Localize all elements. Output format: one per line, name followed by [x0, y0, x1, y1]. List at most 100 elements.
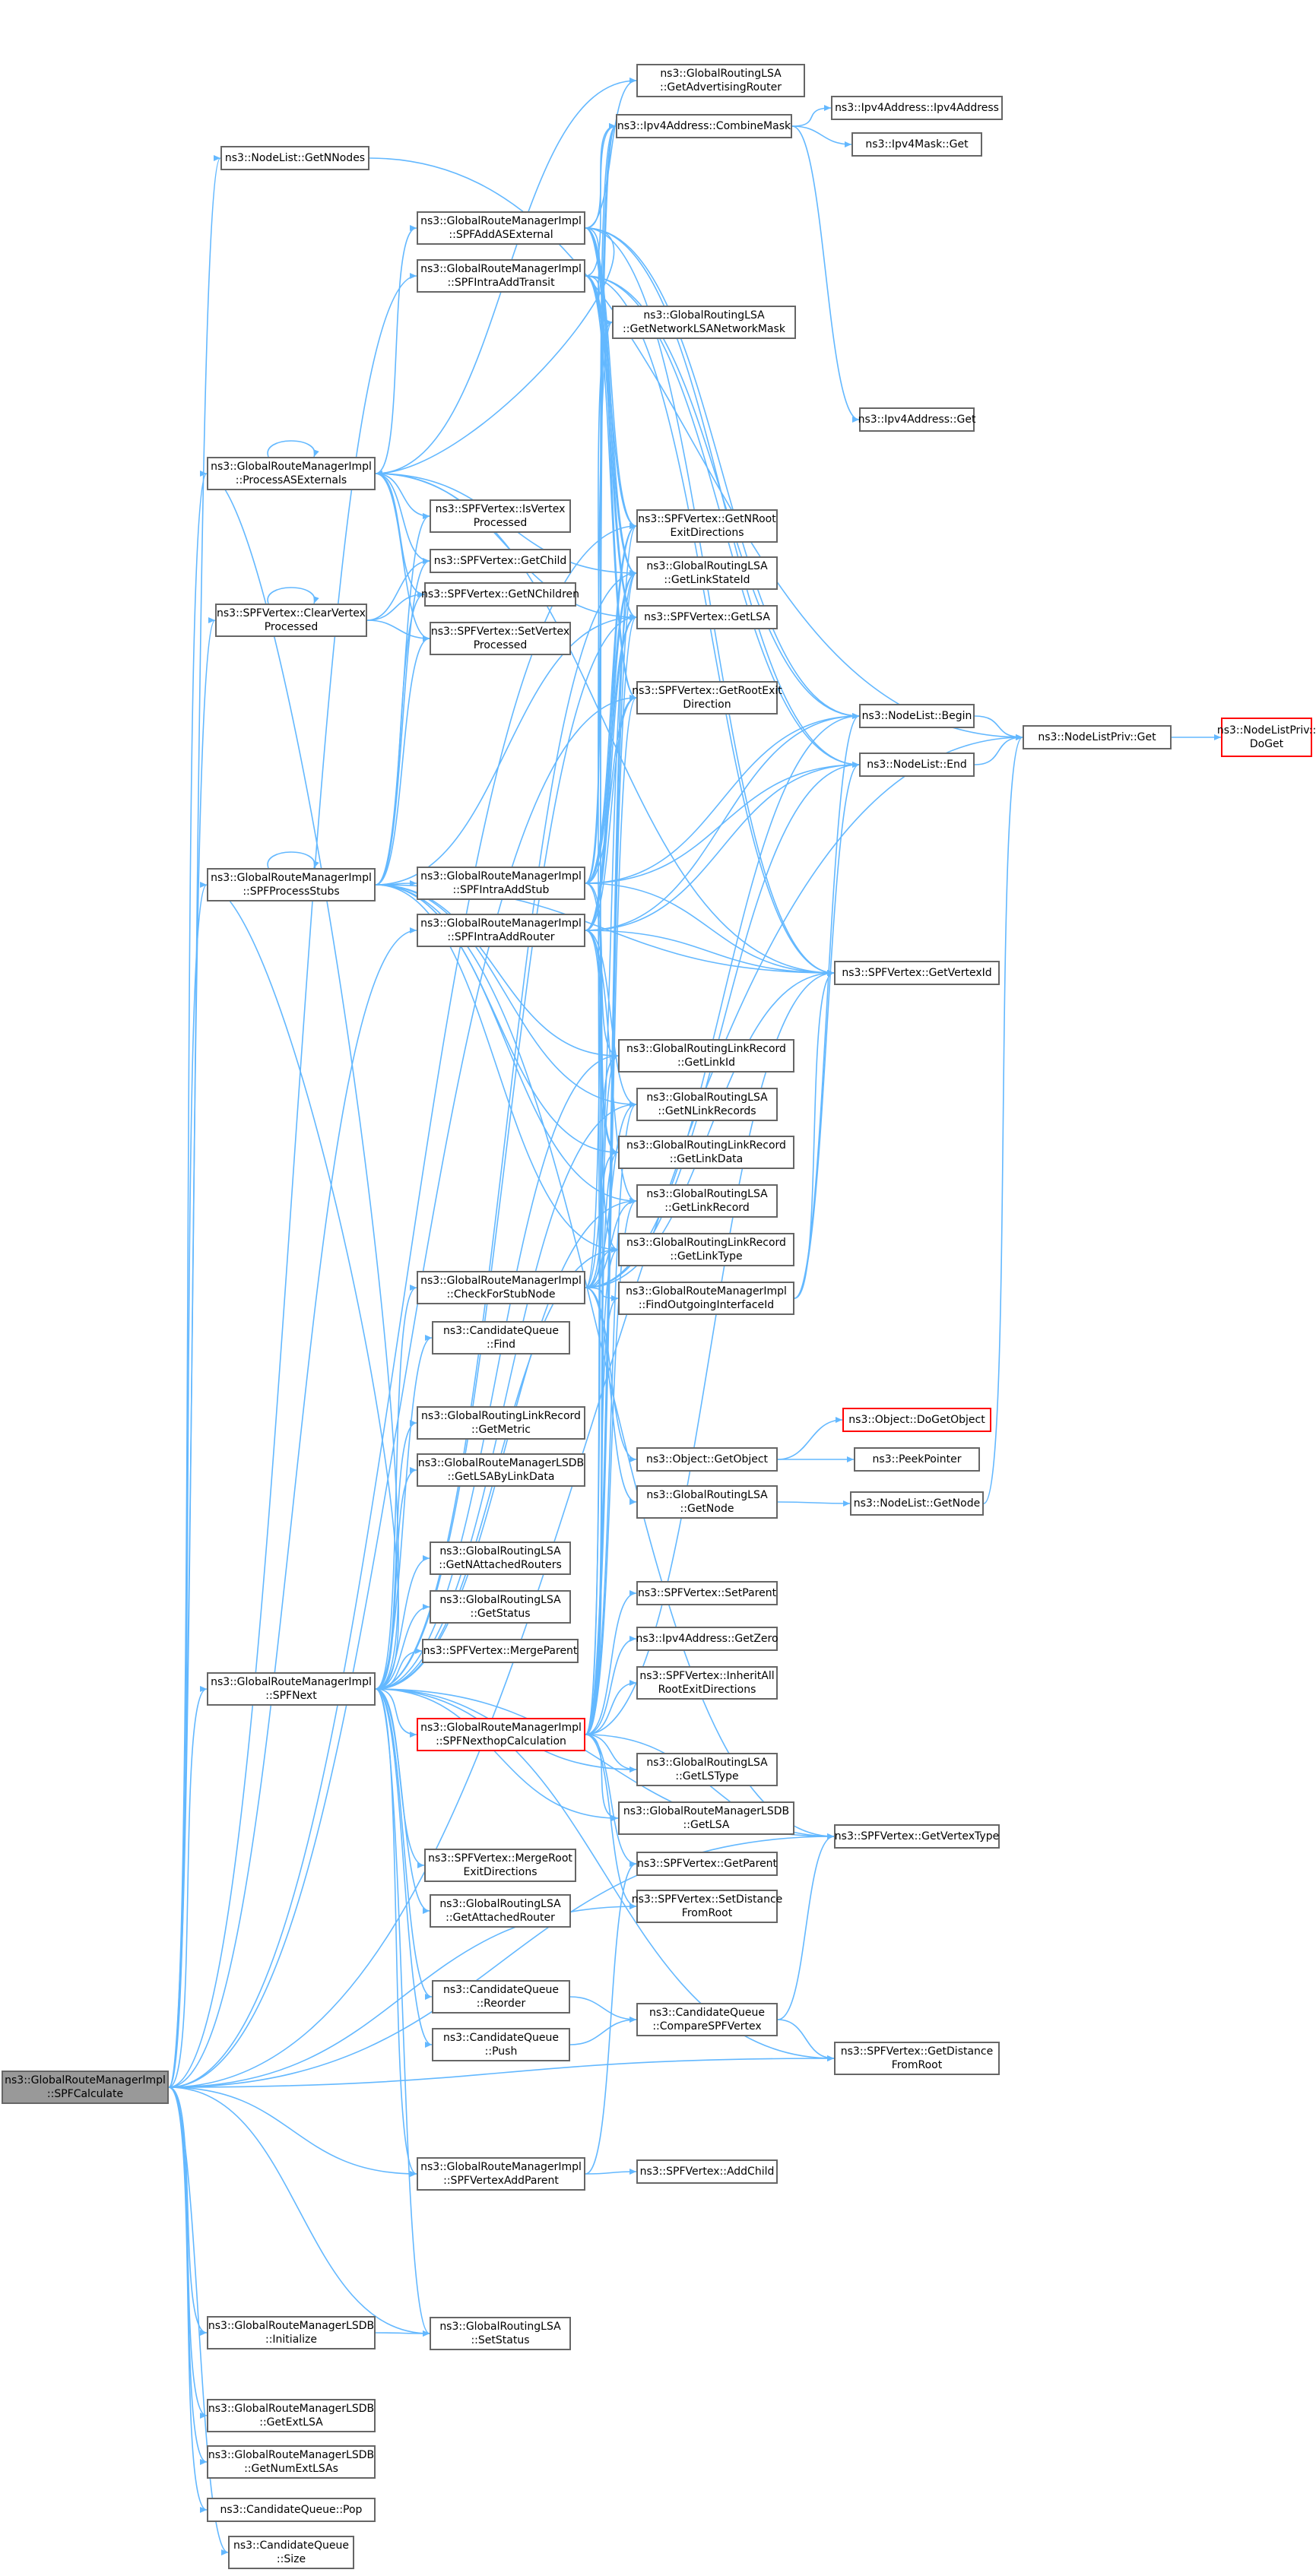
call-edge	[585, 1734, 637, 1867]
graph-node-cqpush[interactable]: ns3::CandidateQueue::Push	[432, 2028, 570, 2061]
graph-node-set-parent[interactable]: ns3::SPFVertex::SetParent	[636, 1581, 778, 1605]
graph-node-ipv4-address-ctor[interactable]: ns3::Ipv4Address::Ipv4Address	[831, 96, 1003, 120]
graph-node-cqreorder[interactable]: ns3::CandidateQueue::Reorder	[432, 1980, 570, 2014]
graph-node-get-lstype[interactable]: ns3::GlobalRoutingLSA::GetLSType	[636, 1753, 778, 1786]
graph-node-spfintra-add-stub[interactable]: ns3::GlobalRouteManagerImpl::SPFIntraAdd…	[417, 867, 585, 900]
graph-node-lsdbget-lsa[interactable]: ns3::GlobalRouteManagerLSDB::GetLSA	[618, 1801, 794, 1835]
graph-node-get-nattached-routers[interactable]: ns3::GlobalRoutingLSA::GetNAttachedRoute…	[430, 1541, 571, 1575]
graph-node-node-list-priv-do-get[interactable]: ns3::NodeListPriv::DoGet	[1217, 718, 1316, 757]
graph-node-node-list-end[interactable]: ns3::NodeList::End	[859, 753, 975, 777]
graph-node-get-link-state-id[interactable]: ns3::GlobalRoutingLSA::GetLinkStateId	[636, 556, 778, 590]
node-label-line: ns3::GlobalRouteManagerImpl	[211, 872, 372, 884]
graph-node-get-child[interactable]: ns3::SPFVertex::GetChild	[430, 549, 571, 573]
graph-node-cqfind[interactable]: ns3::CandidateQueue::Find	[432, 1321, 570, 1355]
graph-node-lrget-link-data[interactable]: ns3::GlobalRoutingLinkRecord::GetLinkDat…	[618, 1136, 794, 1169]
graph-node-find-outgoing-interface-id[interactable]: ns3::GlobalRouteManagerImpl::FindOutgoin…	[618, 1282, 794, 1315]
graph-node-spfnext[interactable]: ns3::GlobalRouteManagerImpl::SPFNext	[207, 1672, 376, 1706]
node-label-line: ::SPFAddASExternal	[449, 229, 553, 241]
node-label-line: ns3::SPFVertex::InheritAll	[639, 1670, 775, 1682]
graph-node-get-nnodes[interactable]: ns3::NodeList::GetNNodes	[220, 146, 369, 170]
graph-node-spfintra-add-transit[interactable]: ns3::GlobalRouteManagerImpl::SPFIntraAdd…	[417, 259, 585, 293]
graph-node-cqcompare-spfvertex[interactable]: ns3::CandidateQueue::CompareSPFVertex	[636, 2003, 778, 2036]
node-label-line: ns3::SPFVertex::GetNChildren	[421, 588, 579, 600]
graph-node-lrget-metric[interactable]: ns3::GlobalRoutingLinkRecord::GetMetric	[417, 1406, 585, 1440]
call-edge	[375, 1688, 430, 1914]
graph-node-merge-parent[interactable]: ns3::SPFVertex::MergeParent	[422, 1639, 579, 1663]
call-edge	[375, 591, 425, 886]
call-edge	[375, 635, 430, 886]
node-label-line: ::SPFVertexAddParent	[443, 2175, 559, 2187]
node-label-line: ::GetLinkData	[669, 1153, 744, 1165]
graph-node-spfcalculate[interactable]: ns3::GlobalRouteManagerImpl::SPFCalculat…	[2, 2071, 169, 2104]
graph-node-lrget-link-type[interactable]: ns3::GlobalRoutingLinkRecord::GetLinkTyp…	[618, 1233, 794, 1266]
graph-node-ipv4-get-zero[interactable]: ns3::Ipv4Address::GetZero	[636, 1627, 779, 1651]
graph-node-do-get-object[interactable]: ns3::Object::DoGetObject	[842, 1408, 991, 1432]
graph-node-combine-mask[interactable]: ns3::Ipv4Address::CombineMask	[616, 114, 792, 138]
graph-node-lsdbinitialize[interactable]: ns3::GlobalRouteManagerLSDB::Initialize	[207, 2316, 376, 2349]
graph-node-get-lsaby-link-data[interactable]: ns3::GlobalRouteManagerLSDB::GetLSAByLin…	[417, 1453, 585, 1487]
call-edge	[585, 970, 835, 1735]
call-edge	[585, 227, 637, 701]
node-label-line: ns3::SPFVertex::SetParent	[637, 1587, 777, 1599]
node-label-line: ::GetAttachedRouter	[446, 1912, 555, 1924]
graph-node-add-child[interactable]: ns3::SPFVertex::AddChild	[636, 2159, 778, 2184]
graph-node-spfnexthop-calculation[interactable]: ns3::GlobalRouteManagerImpl::SPFNexthopC…	[417, 1718, 585, 1751]
call-edge	[168, 2086, 229, 2555]
call-edge	[375, 473, 430, 564]
graph-node-object-get-object[interactable]: ns3::Object::GetObject	[636, 1447, 778, 1472]
graph-node-lrget-link-id[interactable]: ns3::GlobalRoutingLinkRecord::GetLinkId	[618, 1039, 794, 1073]
graph-node-ipv4-mask-get[interactable]: ns3::Ipv4Mask::Get	[851, 132, 982, 157]
graph-node-get-parent[interactable]: ns3::SPFVertex::GetParent	[636, 1852, 778, 1876]
graph-node-spfintra-add-router[interactable]: ns3::GlobalRouteManagerImpl::SPFIntraAdd…	[417, 914, 585, 947]
graph-node-node-list-priv-get[interactable]: ns3::NodeListPriv::Get	[1023, 725, 1172, 749]
node-label-line: ns3::GlobalRouteManagerLSDB	[208, 2449, 375, 2461]
node-label-line: ::Initialize	[265, 2334, 318, 2346]
node-label-line: ns3::SPFVertex::GetRootExit	[632, 685, 782, 697]
graph-node-spfvertex-add-parent[interactable]: ns3::GlobalRouteManagerImpl::SPFVertexAd…	[417, 2157, 585, 2191]
node-label-line: ns3::NodeListPriv::	[1216, 724, 1316, 737]
graph-node-vertex-get-lsa[interactable]: ns3::SPFVertex::GetLSA	[636, 605, 778, 629]
graph-node-process-asexternals[interactable]: ns3::GlobalRouteManagerImpl::ProcessASEx…	[207, 457, 376, 490]
graph-node-cqsize[interactable]: ns3::CandidateQueue::Size	[228, 2536, 354, 2569]
graph-node-lsdbget-ext-lsa[interactable]: ns3::GlobalRouteManagerLSDB::GetExtLSA	[207, 2399, 376, 2432]
graph-node-get-vertex-id[interactable]: ns3::SPFVertex::GetVertexId	[834, 961, 1000, 985]
node-label-line: ::GetLinkType	[670, 1250, 743, 1263]
node-label-line: ns3::NodeListPriv::Get	[1038, 731, 1156, 743]
graph-node-lsaget-node[interactable]: ns3::GlobalRoutingLSA::GetNode	[636, 1485, 778, 1519]
node-label-line: ns3::GlobalRoutingLSA	[646, 1092, 768, 1104]
graph-node-spfadd-asexternal[interactable]: ns3::GlobalRouteManagerImpl::SPFAddASExt…	[417, 211, 585, 245]
graph-node-lsdbget-num-ext-lsas[interactable]: ns3::GlobalRouteManagerLSDB::GetNumExtLS…	[207, 2445, 376, 2479]
graph-node-get-network-lsanetwork-mask[interactable]: ns3::GlobalRoutingLSA::GetNetworkLSANetw…	[612, 306, 796, 339]
node-label-line: ::GetExtLSA	[259, 2416, 323, 2429]
graph-node-lsaget-status[interactable]: ns3::GlobalRoutingLSA::GetStatus	[430, 1590, 571, 1624]
graph-node-node-list-begin[interactable]: ns3::NodeList::Begin	[859, 704, 975, 728]
node-label-line: ns3::GlobalRoutingLinkRecord	[626, 1237, 786, 1249]
graph-node-peek-pointer[interactable]: ns3::PeekPointer	[854, 1447, 980, 1472]
graph-node-get-nlink-records[interactable]: ns3::GlobalRoutingLSA::GetNLinkRecords	[636, 1088, 778, 1121]
node-label-line: ns3::Object::DoGetObject	[848, 1414, 985, 1426]
graph-node-ipv4-address-get[interactable]: ns3::Ipv4Address::Get	[858, 407, 975, 432]
node-label-line: ::GetLinkStateId	[664, 574, 750, 586]
graph-node-lsaset-status[interactable]: ns3::GlobalRoutingLSA::SetStatus	[430, 2317, 571, 2350]
node-label-line: ExitDirections	[463, 1866, 537, 1878]
graph-node-spfprocess-stubs[interactable]: ns3::GlobalRouteManagerImpl::SPFProcessS…	[207, 868, 376, 901]
graph-node-get-attached-router[interactable]: ns3::GlobalRoutingLSA::GetAttachedRouter	[430, 1894, 571, 1928]
graph-node-get-nchildren[interactable]: ns3::SPFVertex::GetNChildren	[421, 582, 579, 607]
graph-node-get-vertex-type[interactable]: ns3::SPFVertex::GetVertexType	[834, 1824, 1000, 1849]
call-edge	[585, 275, 637, 529]
graph-node-lsaget-link-record[interactable]: ns3::GlobalRoutingLSA::GetLinkRecord	[636, 1184, 778, 1218]
node-label-line: ::GetNAttachedRouters	[439, 1559, 562, 1571]
graph-node-get-advertising-router[interactable]: ns3::GlobalRoutingLSA::GetAdvertisingRou…	[636, 64, 805, 97]
graph-node-node-list-get-node[interactable]: ns3::NodeList::GetNode	[850, 1491, 984, 1516]
graph-node-check-for-stub-node[interactable]: ns3::GlobalRouteManagerImpl::CheckForStu…	[417, 1271, 585, 1304]
graph-node-cqpop[interactable]: ns3::CandidateQueue::Pop	[207, 2498, 376, 2522]
